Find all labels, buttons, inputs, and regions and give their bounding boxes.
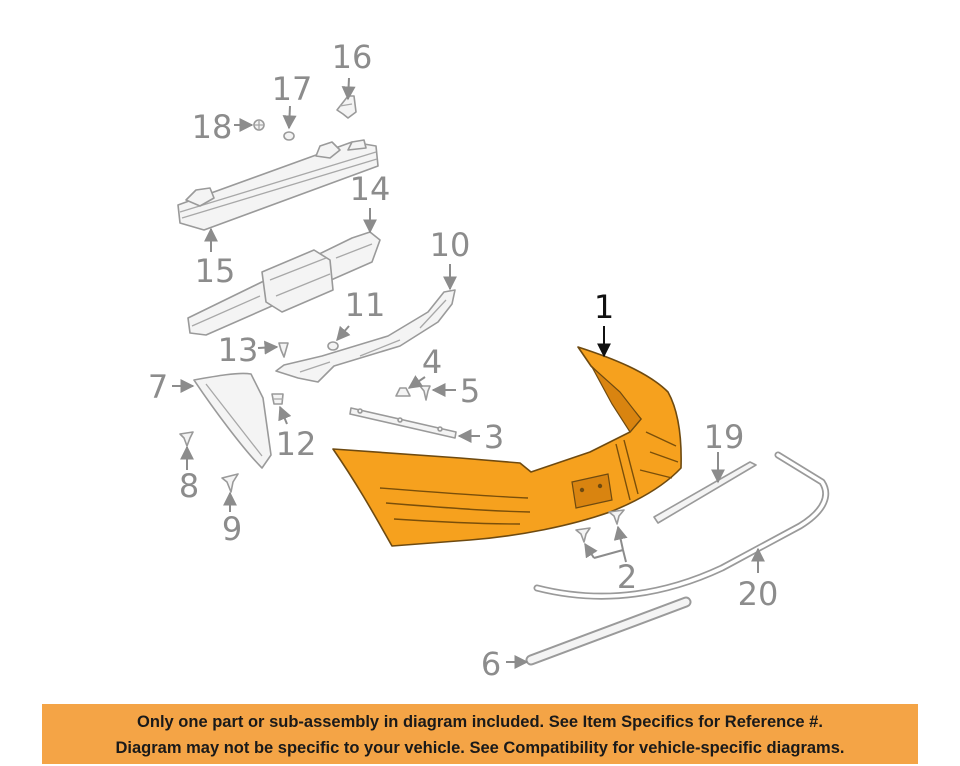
leader-2b (613, 525, 628, 551)
part-1-bumper-cover (332, 346, 682, 547)
parts-diagram: 16 17 18 14 15 10 11 13 1 4 5 7 3 12 8 9… (148, 38, 830, 683)
callout-18: 18 (192, 108, 233, 146)
callout-labels: 16 17 18 14 15 10 11 13 1 4 5 7 3 12 8 9… (148, 38, 779, 683)
leader-13 (257, 340, 279, 355)
leader-lines (172, 77, 765, 669)
leader-11 (336, 325, 351, 342)
callout-13: 13 (218, 331, 259, 369)
part-2-fasteners (575, 509, 625, 543)
callout-9: 9 (222, 510, 242, 548)
callout-14: 14 (350, 170, 391, 208)
callout-8: 8 (179, 467, 199, 505)
part-20-strip (533, 451, 830, 600)
callout-11: 11 (345, 286, 386, 324)
part-4-fastener (395, 387, 411, 397)
callout-2: 2 (617, 558, 637, 596)
part-13-fastener (278, 342, 289, 358)
leader-17 (282, 105, 297, 130)
part-10-bracket (275, 289, 456, 383)
leader-4 (407, 375, 426, 389)
part-7-side-piece (193, 372, 272, 469)
leader-12 (278, 405, 292, 425)
callout-6: 6 (481, 645, 501, 683)
disclaimer-line-2: Diagram may not be specific to your vehi… (115, 739, 845, 757)
part-18-nut (253, 119, 265, 131)
leader-2d (622, 549, 627, 563)
part-11-fastener (327, 341, 339, 351)
disclaimer-line-1: Only one part or sub-assembly in diagram… (137, 713, 823, 731)
callout-17: 17 (272, 70, 313, 108)
part-16-clip (336, 95, 357, 119)
disclaimer-banner: Only one part or sub-assembly in diagram… (42, 704, 918, 764)
part-12-fastener (271, 393, 284, 405)
part-15-beam (177, 139, 379, 231)
part-5-screw (419, 385, 431, 401)
part-3-strip (349, 407, 457, 439)
callout-5: 5 (460, 372, 480, 410)
leader-16 (341, 77, 356, 101)
callout-10: 10 (430, 226, 471, 264)
callout-3: 3 (484, 418, 504, 456)
callout-4: 4 (422, 343, 442, 381)
callout-20: 20 (738, 575, 779, 613)
callout-1: 1 (594, 288, 614, 326)
callout-7: 7 (148, 368, 168, 406)
callout-16: 16 (332, 38, 373, 76)
leader-2a (584, 542, 598, 559)
part-17-fastener (283, 131, 295, 141)
callout-19: 19 (704, 418, 745, 456)
callout-15: 15 (195, 252, 236, 290)
part-14-absorber (187, 231, 381, 336)
part-8-pin (179, 431, 194, 447)
part-9-fastener (221, 473, 239, 493)
callout-12: 12 (276, 425, 317, 463)
leader-2c (593, 549, 624, 559)
part-6-strip (525, 596, 692, 666)
